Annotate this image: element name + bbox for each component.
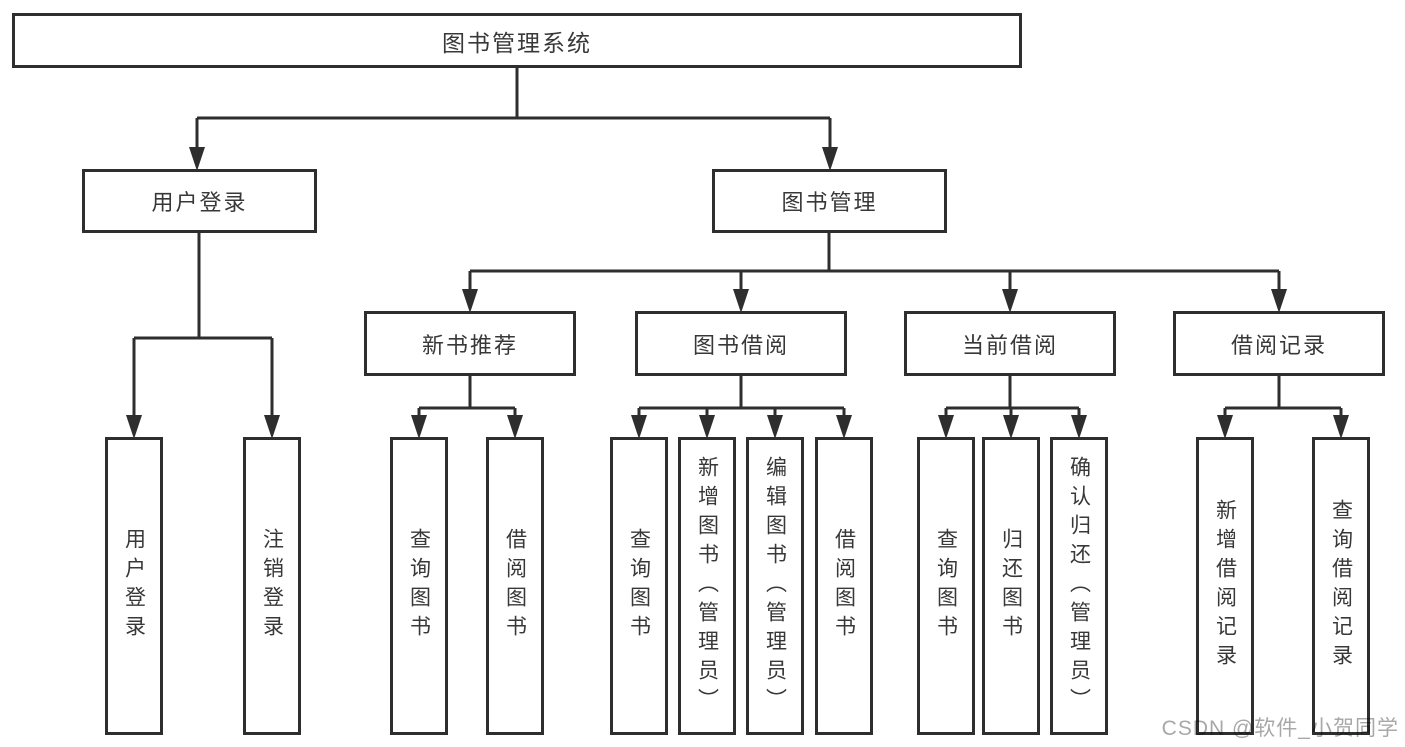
leaf-return-book: 归还图书 <box>982 437 1040 735</box>
leaf-label: 查询图书 <box>407 528 431 644</box>
leaf-borrow-book-recommend: 借阅图书 <box>486 437 544 735</box>
node-book-borrow: 图书借阅 <box>635 311 847 376</box>
leaf-query-borrow-record: 查询借阅记录 <box>1312 437 1370 735</box>
node-label: 当前借阅 <box>961 332 1058 358</box>
node-label: 图书管理系统 <box>442 29 592 56</box>
leaf-label: 新增图书（管理员） <box>695 455 719 717</box>
leaf-label: 用户登录 <box>122 528 146 644</box>
leaf-add-book-admin: 新增图书（管理员） <box>678 437 736 735</box>
node-root-system: 图书管理系统 <box>12 13 1022 68</box>
leaf-query-book-recommend: 查询图书 <box>390 437 448 735</box>
node-label: 借阅记录 <box>1230 332 1327 358</box>
leaf-label: 查询图书 <box>934 528 958 644</box>
node-label: 用户登录 <box>151 190 248 215</box>
node-label: 图书借阅 <box>692 332 789 358</box>
leaf-user-login: 用户登录 <box>105 437 163 735</box>
leaf-label: 借阅图书 <box>832 528 856 644</box>
leaf-query-book-current: 查询图书 <box>917 437 975 735</box>
node-borrow-records: 借阅记录 <box>1173 311 1385 376</box>
leaf-label: 确认归还（管理员） <box>1067 455 1091 717</box>
leaf-add-borrow-record: 新增借阅记录 <box>1196 437 1254 735</box>
leaf-label: 归还图书 <box>999 528 1023 644</box>
leaf-confirm-return-admin: 确认归还（管理员） <box>1050 437 1108 735</box>
leaf-query-book-borrow: 查询图书 <box>610 437 668 735</box>
leaf-borrow-book: 借阅图书 <box>815 437 873 735</box>
node-user-login: 用户登录 <box>82 169 317 233</box>
node-label: 图书管理 <box>781 190 878 215</box>
csdn-watermark: CSDN @软件_小贺同学 <box>1161 717 1399 740</box>
node-label: 新书推荐 <box>421 332 518 358</box>
leaf-label: 新增借阅记录 <box>1213 499 1237 673</box>
leaf-label: 查询图书 <box>627 528 651 644</box>
leaf-edit-book-admin: 编辑图书（管理员） <box>746 437 804 735</box>
arrowheads <box>126 147 1349 439</box>
node-book-management: 图书管理 <box>712 169 947 233</box>
leaf-label: 编辑图书（管理员） <box>763 455 787 717</box>
leaf-label: 借阅图书 <box>503 528 527 644</box>
node-new-book-recommend: 新书推荐 <box>364 311 576 376</box>
leaf-label: 查询借阅记录 <box>1329 499 1353 673</box>
connector-paths <box>132 68 1343 416</box>
node-current-borrow: 当前借阅 <box>904 311 1116 376</box>
leaf-label: 注销登录 <box>260 528 284 644</box>
leaf-logout: 注销登录 <box>243 437 301 735</box>
